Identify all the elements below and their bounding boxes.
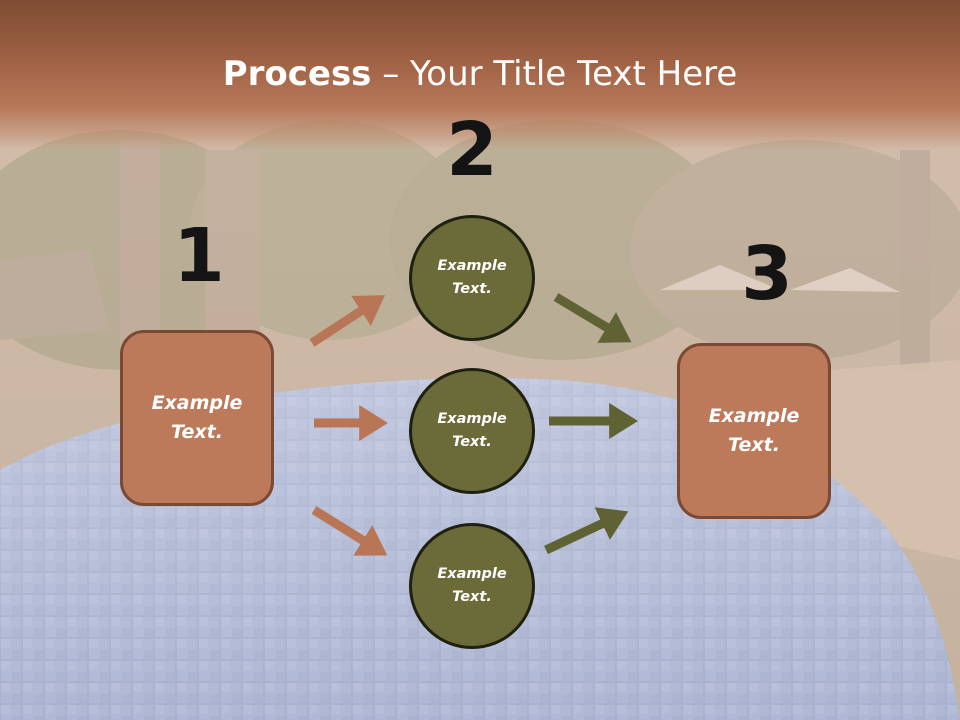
slide-title: Process – Your Title Text Here — [0, 50, 960, 98]
node-right-label: Example Text. — [708, 405, 800, 456]
title-bold-part: Process — [222, 54, 372, 94]
title-rest-part: – Your Title Text Here — [371, 54, 738, 94]
node-left-label: Example Text. — [151, 392, 243, 443]
node-bottom-circle: Example Text. — [409, 523, 535, 649]
node-left-box: Example Text. — [120, 330, 274, 506]
step-number-2: 2 — [446, 107, 498, 193]
node-right-box: Example Text. — [677, 343, 831, 519]
node-top-circle: Example Text. — [409, 215, 535, 341]
title-band — [0, 0, 960, 150]
step-number-3: 3 — [741, 231, 793, 317]
node-top-label: Example Text. — [437, 258, 507, 297]
node-middle-circle: Example Text. — [409, 368, 535, 494]
step-number-1: 1 — [173, 213, 225, 299]
node-middle-label: Example Text. — [437, 411, 507, 450]
node-bottom-label: Example Text. — [437, 566, 507, 605]
